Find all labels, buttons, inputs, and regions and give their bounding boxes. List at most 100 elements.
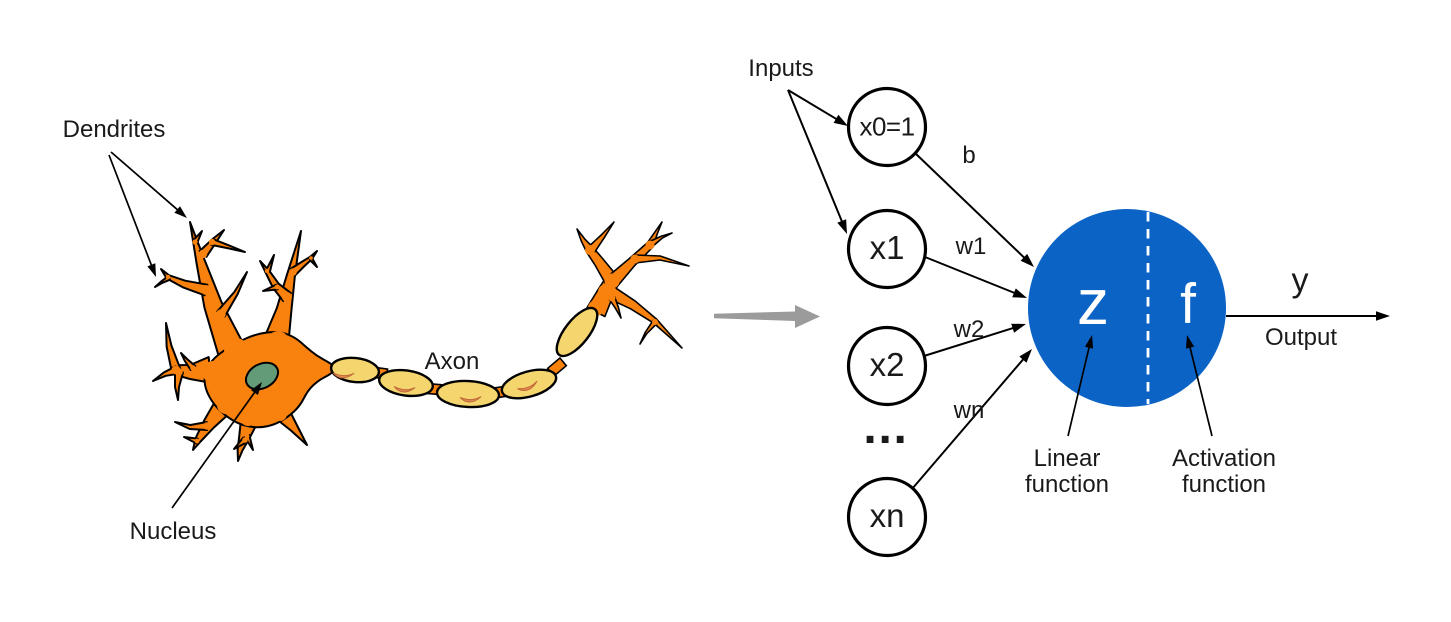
output-y-label: y xyxy=(1291,261,1309,300)
myelin-segment xyxy=(435,379,501,409)
myelin-crescent xyxy=(393,386,416,393)
weight-wn-label: wn xyxy=(953,397,985,424)
arrow-line xyxy=(787,89,844,224)
myelin-segment xyxy=(500,368,558,400)
output-arrow xyxy=(1226,311,1390,321)
node-x2-circle xyxy=(846,325,928,407)
nucleus-label: Nucleus xyxy=(129,518,217,545)
arrow-head xyxy=(1020,253,1034,267)
dendrite-tree-topleft-branch xyxy=(154,275,171,288)
biological-neuron-drawing xyxy=(108,151,690,509)
nucleus xyxy=(244,361,280,391)
dendrite-arm-left-branch xyxy=(165,322,182,373)
dendrite-tree-topcenter-junction-patch xyxy=(264,268,270,274)
arrow-head xyxy=(1376,311,1390,321)
dendrite-tree-topcenter-junction-patch xyxy=(282,292,292,302)
arrow-head xyxy=(1019,349,1032,363)
dendrite-bottom-junction-patch xyxy=(244,433,250,439)
arrow-head xyxy=(1186,335,1195,349)
neuron-body xyxy=(1028,209,1226,407)
arrow-line xyxy=(923,326,1015,357)
dendrite-tree-topleft-branch xyxy=(210,238,246,253)
dendrite-tree-topcenter-branch xyxy=(264,230,302,342)
dendrite-arm-left-junction-patch xyxy=(190,365,196,371)
linear-function-label: Linear function xyxy=(1024,445,1110,498)
dendrites-arrow-2 xyxy=(108,154,156,277)
inputs-arrow-x0 xyxy=(787,89,848,126)
inputs-arrow-x1 xyxy=(787,89,847,234)
myelin-crescent xyxy=(517,380,538,391)
arrow-line xyxy=(911,357,1025,490)
axon-terminal-tree-branch xyxy=(634,254,690,267)
inputs-label: Inputs xyxy=(748,55,814,82)
weight-b-label: b xyxy=(962,142,976,169)
junction-patch xyxy=(240,410,256,426)
arrow-line xyxy=(171,390,257,509)
arrow-head xyxy=(251,382,262,395)
dendrite-tree-topcenter-junction-patch xyxy=(309,256,313,260)
arrow-head xyxy=(1012,288,1027,298)
node-x1-label: x1 xyxy=(869,229,905,266)
edge-w1 xyxy=(924,256,1027,298)
dendrite-tree-topcenter-junction-patch xyxy=(289,268,297,276)
dendrite-arm-left-junction-patch xyxy=(175,368,183,376)
linear-symbol: z xyxy=(1077,266,1109,338)
junction-patch xyxy=(217,396,235,414)
dendrite-tree-topleft xyxy=(154,221,248,359)
activation-symbol: f xyxy=(1180,272,1196,336)
arrow-line xyxy=(110,151,180,212)
arrow-line xyxy=(1188,345,1213,437)
axon-terminal-tree-junction-patch xyxy=(585,245,595,255)
dendrite-lowerleft-junction-patch xyxy=(194,438,200,444)
dendrite-tree-topleft-junction-patch xyxy=(208,238,216,246)
arrow-line xyxy=(787,89,839,121)
nucleus-arrow xyxy=(171,382,262,509)
linear-arrow xyxy=(1067,335,1094,437)
arrow-head xyxy=(147,263,156,277)
dendrite-tree-topleft-junction-patch xyxy=(201,285,211,295)
axon-terminal-tree-junction-patch xyxy=(630,254,640,264)
dendrite-tree-topcenter-junction-patch xyxy=(274,284,280,290)
myelin-crescent xyxy=(332,372,355,379)
arrow-line xyxy=(924,256,1017,295)
dendrite-bottom-junction-patch xyxy=(242,437,248,443)
arrow-line xyxy=(108,154,153,268)
nodes-ellipsis: ... xyxy=(863,401,909,454)
weight-w1-label: w1 xyxy=(955,233,987,260)
junction-patch xyxy=(224,338,248,362)
axon-label: Axon xyxy=(424,348,480,375)
arrow-line xyxy=(914,152,1026,260)
edge-wn xyxy=(911,349,1032,490)
dendrites-arrow-1 xyxy=(110,151,187,218)
junction-patch xyxy=(306,360,324,378)
junction-patch xyxy=(202,361,224,383)
edge-w2 xyxy=(923,323,1026,357)
dendrites-label: Dendrites xyxy=(62,116,166,143)
node-x0-label: x0=1 xyxy=(859,111,915,142)
output-caption: Output xyxy=(1264,324,1338,351)
dendrite-tree-topleft-junction-patch xyxy=(192,239,198,245)
node-x2-label: x2 xyxy=(869,346,905,383)
arrow-line xyxy=(1067,345,1091,437)
dendrite-arm-left xyxy=(152,322,213,401)
axon-terminal-tree-junction-patch xyxy=(645,240,655,250)
dendrite-tree-topleft-junction-patch xyxy=(198,249,208,259)
arrow-head xyxy=(837,219,847,234)
dendrite-lowerleft-branch xyxy=(174,421,209,431)
dendrite-tree-topleft-junction-patch xyxy=(165,274,171,280)
dendrite-tree-topleft-junction-patch xyxy=(216,309,226,319)
junction-patch xyxy=(267,331,289,353)
axon-terminal-tree xyxy=(576,221,690,349)
arrow-head xyxy=(1011,323,1026,333)
arrow-head xyxy=(174,206,187,218)
activation-function-label: Activation function xyxy=(1171,445,1277,498)
axon-terminal-tree-junction-patch xyxy=(608,294,616,302)
artificial-neuron-drawing xyxy=(787,86,1390,558)
arrow-head xyxy=(833,114,848,126)
weight-w2-label: w2 xyxy=(953,316,985,343)
node-xn-circle xyxy=(846,476,928,558)
dendrite-tree-topcenter xyxy=(259,230,318,342)
node-x1-circle xyxy=(846,208,928,290)
myelin-segment xyxy=(555,306,599,358)
